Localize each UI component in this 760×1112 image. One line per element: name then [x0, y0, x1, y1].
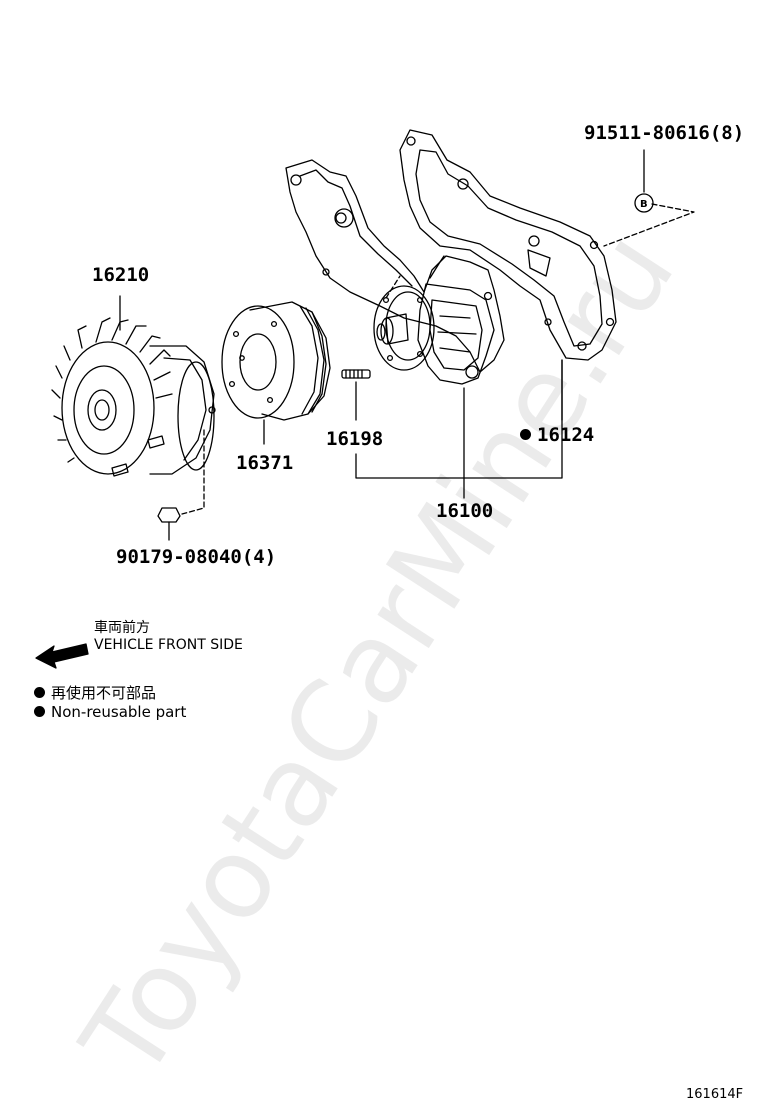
label-16100: 16100: [436, 500, 494, 522]
fan-clutch-16210: [51, 317, 216, 477]
label-91511: 91511-80616(8): [584, 122, 745, 144]
label-16371: 16371: [236, 452, 294, 474]
dashed-guides: [181, 203, 695, 515]
leader-lines: [119, 149, 645, 499]
label-90179: 90179-08040(4): [116, 546, 277, 568]
legend-nonreuse-en: Non-reusable part: [34, 703, 186, 721]
stud-16198: [341, 369, 371, 379]
label-16124-text: 16124: [537, 424, 595, 446]
nut-90179: [157, 507, 181, 541]
legend-nonreuse-jp-text: 再使用不可部品: [51, 684, 157, 702]
dot-icon: [34, 706, 45, 717]
diagram-code: 161614F: [686, 1087, 744, 1102]
callout-b: [634, 193, 654, 213]
pulley-16371: [221, 301, 331, 421]
callout-letter: B: [640, 199, 648, 210]
vehicle-front-arrow-icon: [35, 643, 89, 669]
front-label-jp: 車両前方: [94, 620, 150, 636]
legend-nonreuse-jp: 再使用不可部品: [34, 682, 156, 703]
dot-icon: [34, 687, 45, 698]
label-16198: 16198: [326, 428, 384, 450]
gasket-rear: [399, 129, 617, 361]
gasket-front: [285, 159, 505, 373]
label-16124: 16124: [520, 424, 594, 446]
legend-nonreuse-en-text: Non-reusable part: [51, 703, 187, 721]
front-label-en: VEHICLE FRONT SIDE: [94, 637, 243, 653]
label-16210: 16210: [92, 264, 150, 286]
non-reusable-dot-icon: [520, 429, 531, 440]
water-pump: [373, 255, 495, 385]
